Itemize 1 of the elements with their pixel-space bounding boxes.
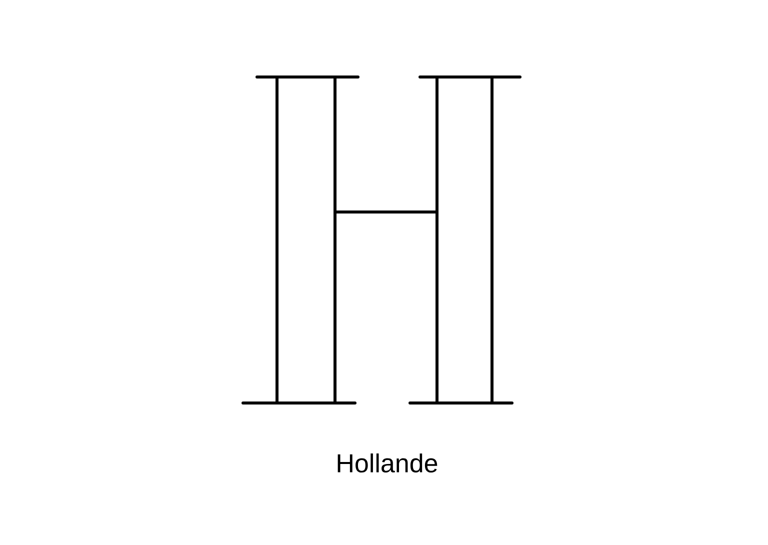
caption: Hollande [338,453,438,473]
